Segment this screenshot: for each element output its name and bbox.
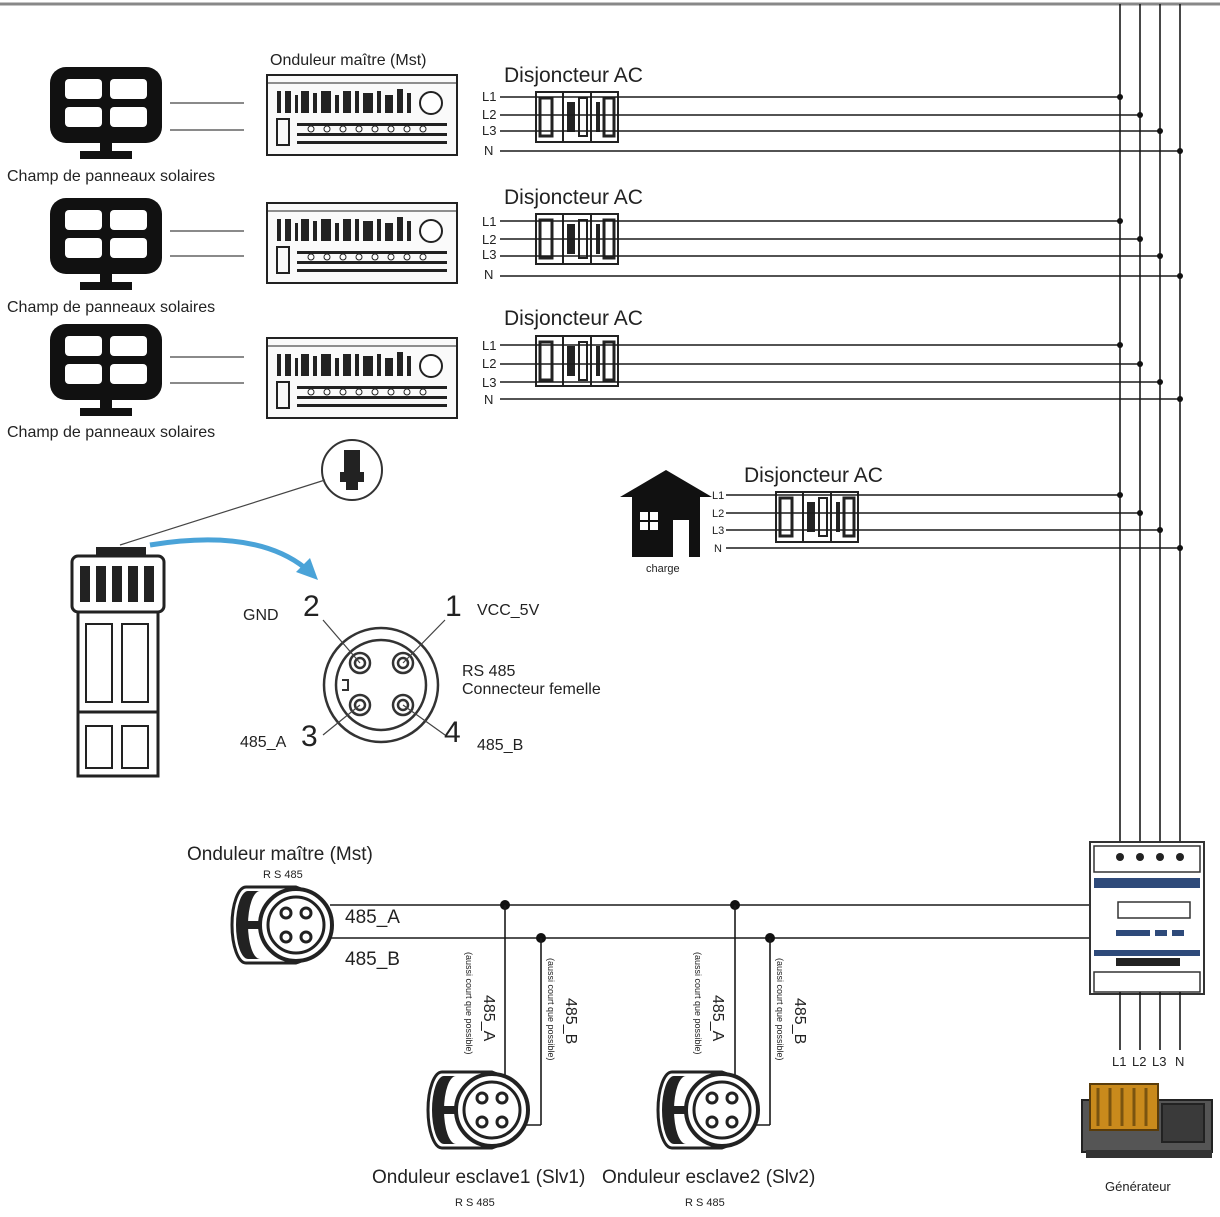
drop1-b-note: (aussi court que possible): [546, 958, 556, 1061]
meter-label-n: N: [1175, 1054, 1184, 1069]
rs485-bus: Onduleur maître (Mst) R S 485 485_A 485_…: [187, 844, 1120, 1209]
drop2-a-label: 485_A: [709, 995, 726, 1042]
drop1-a-note: (aussi court que possible): [464, 952, 474, 1055]
meter-output-lines: [1119, 992, 1181, 1050]
load-label: charge: [646, 563, 680, 575]
bus-master-label: Onduleur maître (Mst): [187, 844, 373, 865]
breaker-icon: [534, 90, 620, 144]
breaker-label: Disjoncteur AC: [744, 464, 883, 487]
connector-detail: 2 GND 1 VCC_5V 3 485_A 4 485_B RS 485 Co…: [70, 439, 601, 778]
house-icon: [620, 470, 712, 557]
phase-label-n: N: [484, 392, 493, 407]
master-inverter-label: Onduleur maître (Mst): [270, 52, 426, 69]
slave1-plug-icon: [426, 1070, 530, 1150]
connector-type-line2: Connecteur femelle: [462, 681, 601, 698]
pin2-label: GND: [243, 607, 279, 624]
generator-icon: [1081, 1083, 1213, 1158]
solar-panel-icon: [50, 324, 162, 416]
inverter-icon: [266, 337, 458, 419]
phase-label-l3: L3: [482, 123, 496, 138]
solar-label: Champ de panneaux solaires: [7, 299, 215, 316]
breaker-icon: [774, 490, 860, 544]
phase-label-l2: L2: [482, 107, 496, 122]
inverter-row-2: Champ de panneaux solaires Disjoncteur A…: [7, 186, 1183, 316]
meter-label-l2: L2: [1132, 1054, 1146, 1069]
vertical-bus: [1119, 4, 1181, 842]
phase-label-l3: L3: [482, 375, 496, 390]
breaker-icon: [534, 334, 620, 388]
inverter-icon: [266, 74, 458, 156]
phase-label-l2: L2: [482, 232, 496, 247]
pin2-number: 2: [303, 590, 320, 623]
drop2-a-note: (aussi court que possible): [693, 952, 703, 1055]
connector-type-line1: RS 485: [462, 663, 515, 680]
phase-label-l1: L1: [482, 89, 496, 104]
drop1-b-label: 485_B: [562, 998, 579, 1044]
master-rs485-label: R S 485: [263, 869, 303, 881]
pin4-number: 4: [444, 716, 461, 749]
slave2-plug-icon: [656, 1070, 760, 1150]
line-a-label: 485_A: [345, 907, 400, 928]
master-plug-icon: [230, 885, 334, 965]
phase-label-l2: L2: [482, 356, 496, 371]
slave2-rs485-label: R S 485: [685, 1197, 725, 1209]
phase-label-l3: L3: [482, 247, 496, 262]
pin4-label: 485_B: [477, 737, 523, 754]
inverter-icon: [266, 202, 458, 284]
drop1-a-label: 485_A: [480, 995, 497, 1042]
inverter-row-3: Champ de panneaux solaires Disjoncteur A…: [7, 307, 1183, 441]
generator-label: Générateur: [1105, 1179, 1171, 1194]
solar-label: Champ de panneaux solaires: [7, 168, 215, 185]
arrow-icon: [149, 537, 307, 570]
slave1-label: Onduleur esclave1 (Slv1): [372, 1167, 585, 1188]
phase-label-l1: L1: [712, 490, 724, 502]
solar-panel-icon: [50, 67, 162, 159]
pin1-number: 1: [445, 590, 462, 623]
solar-panel-icon: [50, 198, 162, 290]
solar-label: Champ de panneaux solaires: [7, 424, 215, 441]
breaker-label: Disjoncteur AC: [504, 64, 643, 87]
inverter-row-1: Champ de panneaux solaires Onduleur maît…: [7, 52, 1183, 185]
line-b-label: 485_B: [345, 949, 400, 970]
phase-label-l3: L3: [712, 525, 724, 537]
rs485-plug-icon: [70, 547, 166, 778]
pin1-label: VCC_5V: [477, 602, 540, 619]
breaker-label: Disjoncteur AC: [504, 307, 643, 330]
pin3-number: 3: [301, 720, 318, 753]
slave1-rs485-label: R S 485: [455, 1197, 495, 1209]
meter-label-l1: L1: [1112, 1054, 1126, 1069]
meter-label-l3: L3: [1152, 1054, 1166, 1069]
pin3-label: 485_A: [240, 734, 287, 751]
drop2-b-note: (aussi court que possible): [775, 958, 785, 1061]
drop2-b-label: 485_B: [791, 998, 808, 1044]
slave2-label: Onduleur esclave2 (Slv2): [602, 1167, 815, 1188]
phase-label-l2: L2: [712, 508, 724, 520]
phase-label-n: N: [714, 543, 722, 555]
phase-label-l1: L1: [482, 338, 496, 353]
energy-meter-icon: [1089, 841, 1205, 995]
phase-label-n: N: [484, 143, 493, 158]
phase-label-n: N: [484, 267, 493, 282]
load-row: charge Disjoncteur AC L1 L2 L3 N: [620, 464, 1183, 575]
phase-label-l1: L1: [482, 214, 496, 229]
breaker-label: Disjoncteur AC: [504, 186, 643, 209]
